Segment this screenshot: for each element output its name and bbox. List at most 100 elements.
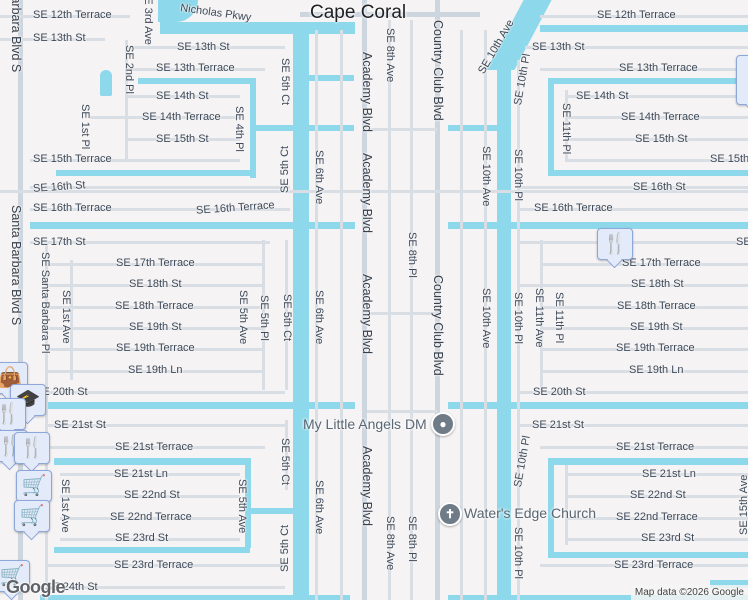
road [60,538,240,541]
street-label: SE 5th Ave [237,290,249,345]
street-label: SE 23rd Terrace [614,559,694,571]
street-label: SE 14th Terrace [621,111,700,123]
canal [56,170,254,176]
canal [548,552,748,558]
street-label: SE 19th Terrace [116,342,195,354]
street-label: SE 17th St [736,236,748,248]
road [540,327,748,330]
street-label: SE 15th Terrace [33,153,112,165]
road [520,208,748,211]
street-label: SE 19th St [129,321,182,333]
road [45,348,265,351]
canal [54,547,250,553]
road [484,30,487,600]
street-label: SE 18th Terrace [115,300,194,312]
road [45,240,48,600]
circle-pin-icon[interactable]: ● [431,412,455,436]
poi-label-my-little-angels[interactable]: My Little Angels DM [303,416,427,432]
street-label: SE 10th Ave [480,288,492,349]
shopping-cart-icon[interactable]: 🛒 [0,560,30,592]
fork-knife-icon[interactable]: 🍴 [0,398,26,430]
road [45,391,285,394]
road [540,263,748,266]
street-label: SE 3rd Ave [142,0,154,45]
poi-label-waters-edge-church[interactable]: Water's Edge Church [464,505,597,521]
road [565,473,748,476]
street-label: SE 8th Ave [384,516,396,571]
street-label: SE 5th Ct [279,524,291,572]
street-label: SE 1st Ave [60,290,72,344]
canal [548,170,748,176]
road [30,208,290,211]
road [540,68,748,71]
google-logo[interactable]: Google [6,577,66,597]
street-label: SE 13th St [33,32,86,44]
road [540,15,748,18]
fork-knife-icon[interactable]: 🍴 [597,228,633,260]
street-label: SE 1st Ave [59,479,71,533]
street-label: SE Santa Barbara Pl [39,252,51,354]
road [45,327,265,330]
road [540,348,748,351]
street-label: SE 5th Ct [279,58,291,106]
street-label: SE 22nd St [630,489,686,501]
street-label: SE 22nd Terrace [616,511,698,523]
street-label: SE 10th Pl [512,292,524,344]
road [0,15,130,18]
road [460,30,463,600]
street-label: SE 10th Pl [512,434,533,489]
street-label: SE 19th St [630,321,683,333]
canal [448,125,498,131]
canal [100,70,112,96]
road-santa-barbara-blvd [18,0,23,600]
street-label: SE 20th St [35,386,88,398]
road [565,517,748,520]
street-label: SE 23rd St [641,532,695,544]
street-label: SE 24th St [45,581,98,593]
road [45,564,285,567]
road [520,284,748,287]
street-label: SE 15th Terrace [710,153,748,165]
canal [253,125,298,131]
street-label: SE 2nd Pl [123,45,135,94]
street-label: SE 23rd Terrace [114,559,194,571]
map-attribution[interactable]: Map data ©2026 Google [630,585,748,600]
road [45,424,285,427]
road [45,370,265,373]
shopping-cart-icon[interactable]: 🛒 [16,470,52,502]
street-label: SE 14th St [156,90,209,102]
canal [54,458,250,465]
fork-knife-icon[interactable]: 🍴 [14,432,50,464]
street-label: SE 19th Ln [128,364,183,376]
shopping-cart-icon[interactable]: 🛒 [14,500,50,532]
street-label: SE 8th Pl [406,516,418,562]
street-label: SE 14th St [576,90,629,102]
street-label: SE 21st Ln [642,468,696,480]
road [565,538,748,541]
street-label: SE 11th Pl [560,103,572,155]
street-label: SE 1st Pl [79,104,91,150]
canal [448,402,748,409]
road [540,564,748,567]
canal [30,402,355,409]
road [285,240,288,390]
road-label-academy-blvd: Academy Blvd [360,274,374,354]
church-cross-icon[interactable]: ✝ [438,502,462,526]
street-label: SE 14th Terrace [142,111,221,123]
street-label: SE 8th Ave [384,28,396,83]
map-marker-partial[interactable] [736,55,748,105]
road [367,410,437,413]
canal [710,580,748,588]
canal [250,508,298,514]
road [565,138,748,141]
road [45,284,265,287]
street-label: SE 16th Terrace [195,199,276,217]
street-label: SE 6th Ave [313,150,325,205]
street-label: SE 19th Ln [629,364,684,376]
street-label: SE 16th Terrace [33,202,112,214]
street-label: SE 17th Terrace [116,257,195,269]
street-label: SE 10th Pl [512,527,524,579]
canal [138,78,256,84]
road [540,306,748,309]
